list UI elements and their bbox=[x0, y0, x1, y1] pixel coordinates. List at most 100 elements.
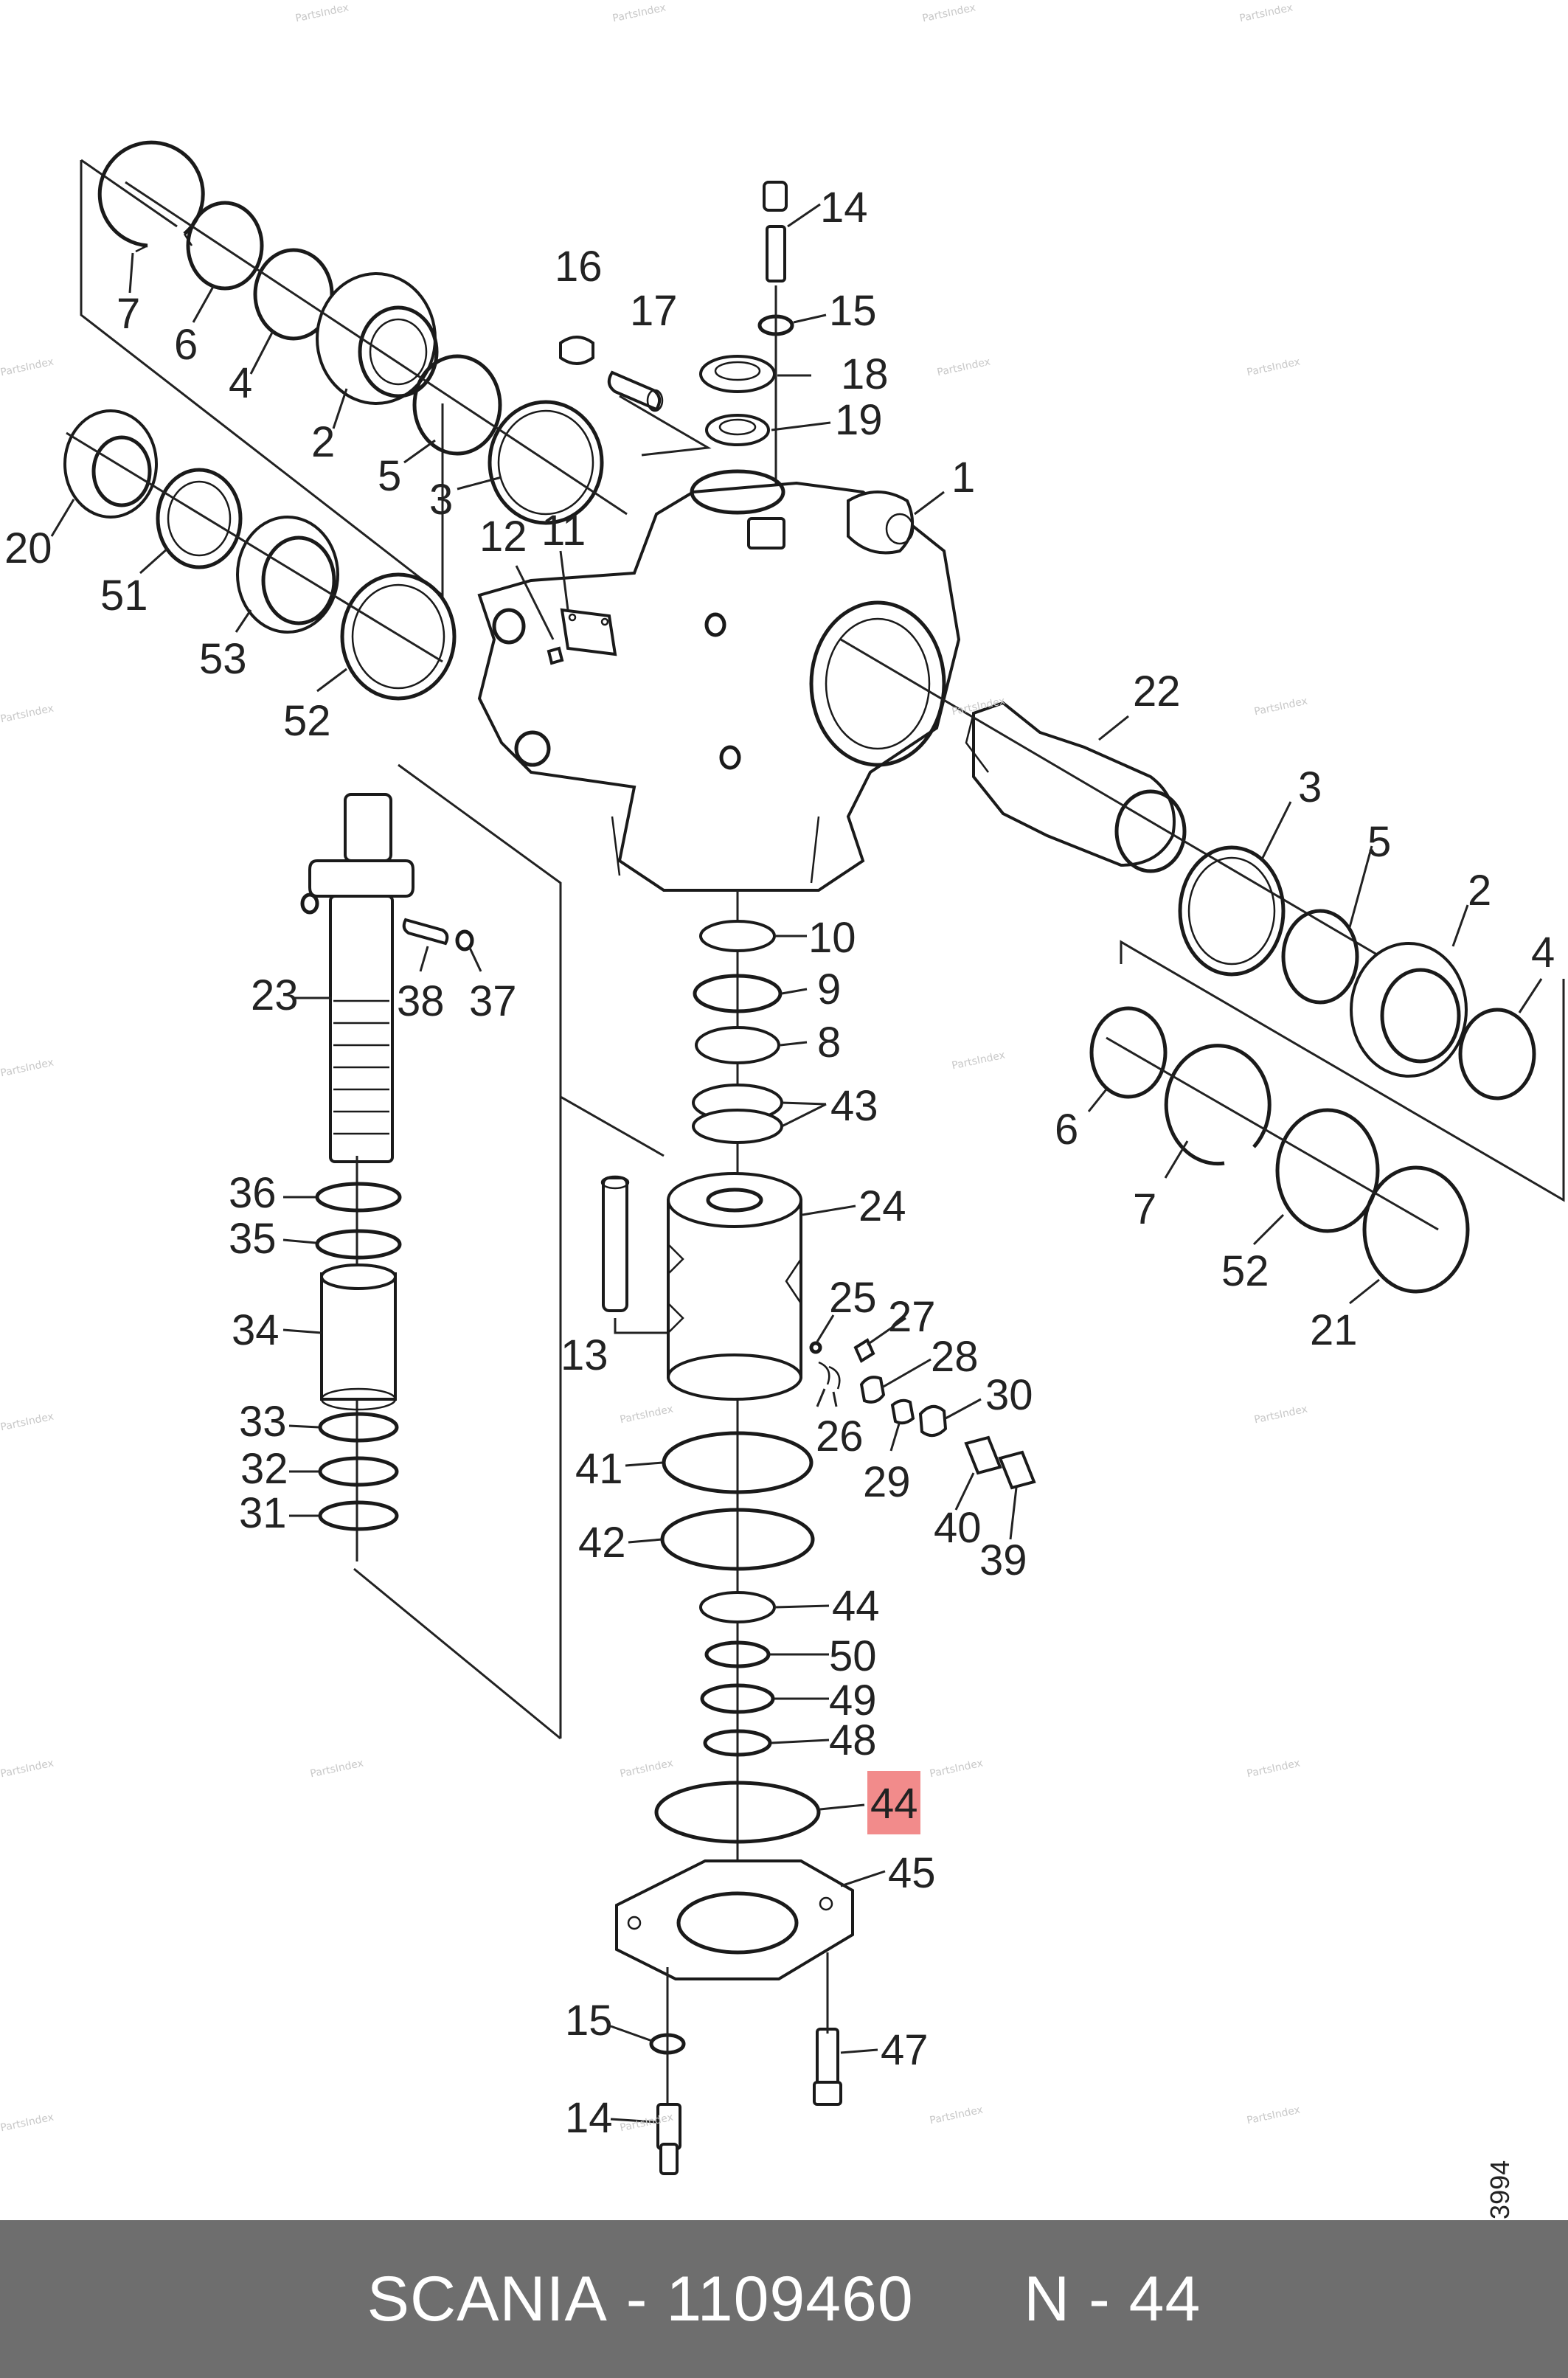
axis-line-lower-left bbox=[66, 431, 443, 663]
label-26: 26 bbox=[816, 1412, 864, 1460]
label-17: 17 bbox=[630, 287, 678, 335]
part-info-footer: SCANIA - 1109460 N - 44 bbox=[0, 2220, 1568, 2378]
sleeve-34 bbox=[320, 1263, 397, 1411]
ring-37 bbox=[455, 929, 474, 951]
seal-ring-3-inner bbox=[497, 409, 594, 516]
label-42: 42 bbox=[578, 1519, 626, 1567]
pin-38 bbox=[402, 918, 449, 946]
label-30: 30 bbox=[985, 1371, 1033, 1419]
label-7: 7 bbox=[117, 290, 140, 338]
label-19: 19 bbox=[835, 396, 883, 444]
label-6-right: 6 bbox=[1055, 1106, 1078, 1154]
position-number: N - 44 bbox=[1024, 2263, 1201, 2334]
part-number: 1109460 bbox=[666, 2263, 914, 2334]
screw-27 bbox=[853, 1338, 875, 1363]
footer-gap bbox=[914, 2263, 1024, 2336]
seal-ring-4-right bbox=[1458, 1008, 1536, 1100]
group-bracket-piston-top bbox=[560, 1095, 665, 1157]
label-14-bottom: 14 bbox=[565, 2094, 613, 2142]
label-5-right: 5 bbox=[1367, 818, 1391, 866]
pin-17 bbox=[607, 370, 664, 412]
label-32: 32 bbox=[240, 1445, 288, 1493]
label-51: 51 bbox=[100, 572, 148, 620]
callout-labels: 7 6 4 2 5 3 16 17 14 15 18 19 1 12 11 20… bbox=[4, 184, 1555, 2142]
label-20: 20 bbox=[4, 524, 52, 572]
bearing-2-right bbox=[1350, 942, 1468, 1078]
label-13: 13 bbox=[561, 1331, 608, 1379]
label-39: 39 bbox=[979, 1536, 1027, 1584]
label-23: 23 bbox=[251, 971, 299, 1019]
ring-33 bbox=[318, 1412, 399, 1443]
label-18: 18 bbox=[841, 350, 889, 398]
label-25: 25 bbox=[829, 1274, 877, 1322]
washer-5-right bbox=[1281, 909, 1359, 1005]
control-valve-23 bbox=[308, 793, 414, 1163]
ring-32 bbox=[318, 1456, 399, 1487]
group-bracket-valve bbox=[398, 763, 562, 1739]
washer-9 bbox=[693, 974, 783, 1013]
seal-44-upper bbox=[699, 1591, 776, 1623]
label-52-right: 52 bbox=[1221, 1247, 1269, 1295]
label-3-right: 3 bbox=[1298, 763, 1322, 811]
thrust-bearing-8 bbox=[695, 1026, 780, 1064]
label-48: 48 bbox=[829, 1716, 877, 1764]
label-2: 2 bbox=[311, 418, 335, 466]
o-ring-left bbox=[300, 892, 319, 915]
plate-39 bbox=[998, 1450, 1036, 1490]
label-41: 41 bbox=[575, 1445, 623, 1493]
seal-53 bbox=[236, 516, 339, 634]
seal-ring-51 bbox=[156, 468, 243, 569]
screw-12 bbox=[547, 646, 564, 665]
seal-ring-3-right bbox=[1178, 845, 1286, 977]
washer-30 bbox=[918, 1405, 948, 1438]
label-10: 10 bbox=[808, 914, 856, 962]
seal-ring-6 bbox=[186, 201, 264, 291]
label-15: 15 bbox=[829, 287, 877, 335]
snap-ring-7-right bbox=[1164, 1044, 1272, 1166]
bleed-screw-14-bottom bbox=[656, 2103, 681, 2175]
seal-ring-51-inner bbox=[167, 480, 232, 557]
piston-24 bbox=[667, 1172, 802, 1401]
leader-17 bbox=[619, 395, 712, 457]
plate-40 bbox=[964, 1435, 1002, 1475]
o-ring-44-lower-highlighted bbox=[654, 1781, 821, 1844]
label-6: 6 bbox=[174, 321, 198, 369]
label-47: 47 bbox=[881, 2026, 929, 2074]
ring-52-left bbox=[340, 572, 457, 701]
seal-ring-3-right-inner bbox=[1187, 856, 1276, 966]
label-38: 38 bbox=[397, 977, 445, 1025]
ring-52-left-inner bbox=[351, 583, 445, 690]
bolt-47 bbox=[813, 2028, 842, 2106]
group-bracket-upper-left bbox=[80, 160, 444, 598]
nut-20 bbox=[63, 409, 158, 519]
axis-line-right-lower bbox=[1106, 1036, 1439, 1231]
label-9: 9 bbox=[817, 966, 841, 1013]
seal-ring-3 bbox=[488, 400, 604, 525]
brand-name: SCANIA bbox=[367, 2263, 608, 2334]
sector-shaft-22 bbox=[965, 701, 1187, 873]
label-21: 21 bbox=[1310, 1306, 1358, 1354]
washer-5 bbox=[412, 354, 502, 456]
ring-35 bbox=[315, 1229, 402, 1260]
group-bracket-line bbox=[80, 159, 178, 228]
plug-28 bbox=[859, 1376, 886, 1404]
leader-lines bbox=[50, 203, 1543, 2124]
seal-18 bbox=[699, 355, 776, 393]
label-37: 37 bbox=[469, 977, 517, 1025]
label-44-highlighted: 44 bbox=[870, 1780, 918, 1828]
washer-43b bbox=[692, 1109, 783, 1144]
label-50: 50 bbox=[829, 1632, 877, 1680]
ring-48 bbox=[703, 1729, 772, 1757]
label-8: 8 bbox=[817, 1019, 841, 1067]
ring-31 bbox=[318, 1500, 399, 1531]
ring-36 bbox=[315, 1182, 402, 1213]
label-7-right: 7 bbox=[1133, 1185, 1156, 1233]
label-22: 22 bbox=[1133, 668, 1181, 715]
label-4-right: 4 bbox=[1531, 929, 1555, 977]
label-12: 12 bbox=[479, 513, 527, 561]
label-40: 40 bbox=[934, 1504, 982, 1552]
label-34: 34 bbox=[232, 1306, 280, 1354]
label-2-right: 2 bbox=[1468, 867, 1491, 915]
ring-49 bbox=[700, 1683, 775, 1714]
